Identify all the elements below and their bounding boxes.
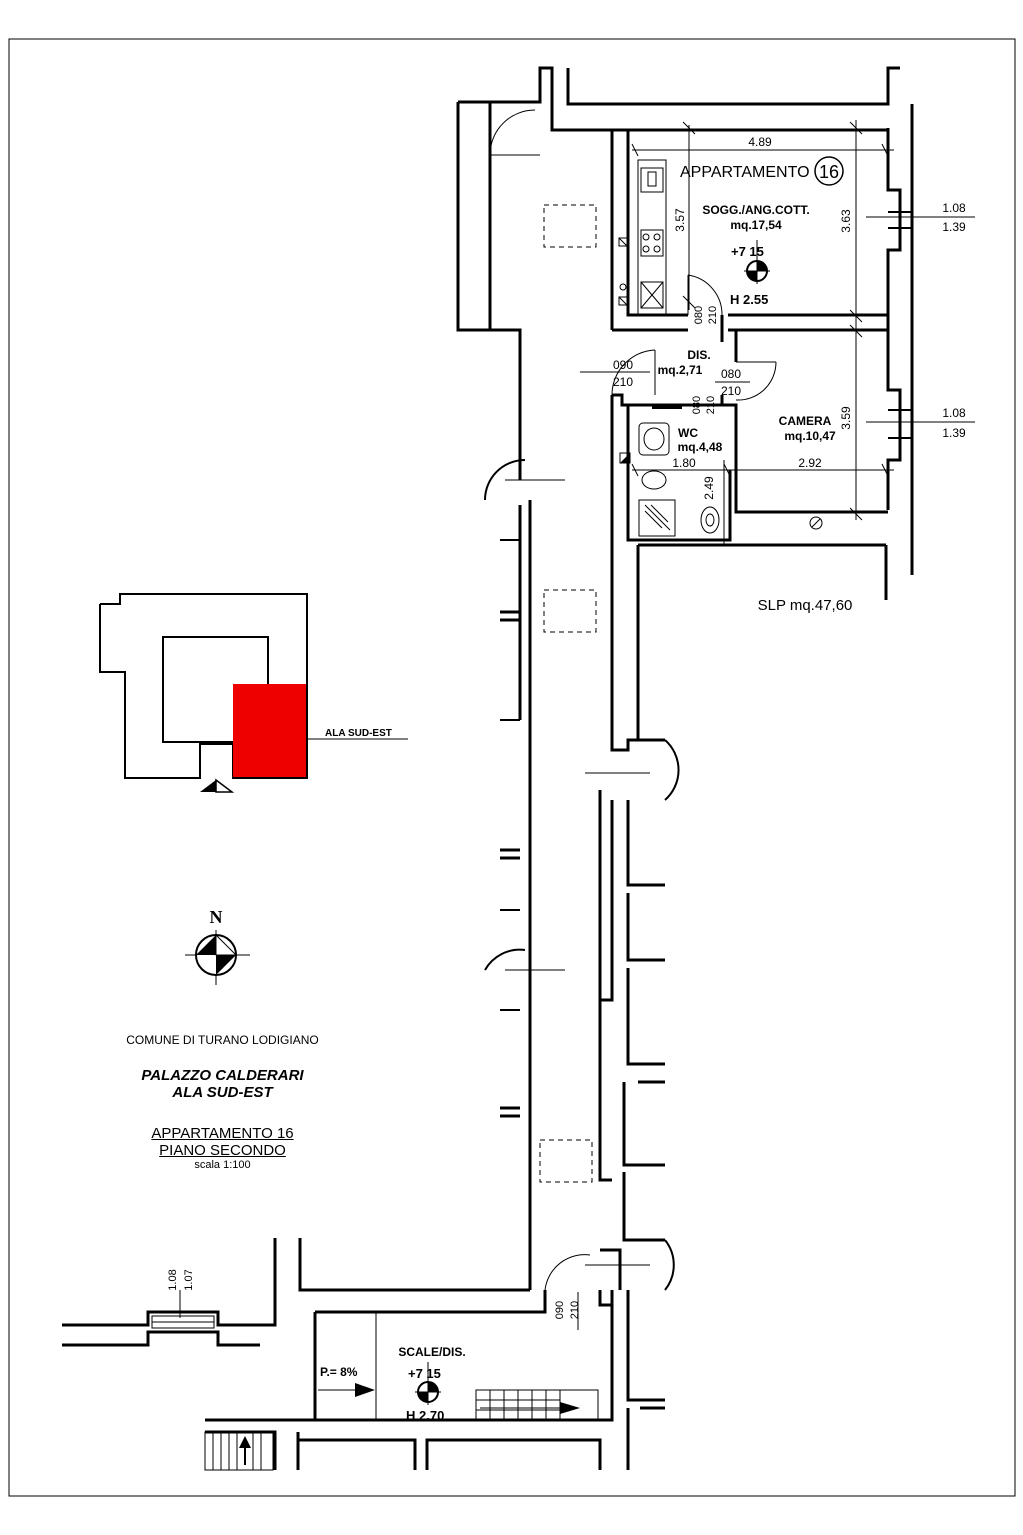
scale-label: scala 1:100 — [194, 1159, 251, 1171]
dim-camera-width: 2.92 — [798, 456, 822, 470]
plan-labels: APPARTAMENTO 16 SOGG./ANG.COTT. mq.17,54… — [167, 135, 966, 1423]
dim-door-entry-h: 210 — [613, 375, 633, 389]
north-label: N — [210, 907, 223, 927]
dim-door-stair-h: 210 — [569, 1301, 581, 1319]
unit-name: APPARTAMENTO 16 — [151, 1125, 294, 1142]
living-height: H 2.55 — [730, 292, 768, 307]
dim-door-living-h: 210 — [707, 306, 719, 324]
dim-door-wc-w: 080 — [691, 396, 703, 414]
key-plan — [99, 593, 408, 793]
wc-name: WC — [678, 426, 698, 440]
wing-name: ALA SUD-EST — [172, 1084, 273, 1101]
dim-door-entry-w: 090 — [613, 358, 633, 372]
dim-camera-depth: 3.59 — [839, 406, 853, 430]
dim-window2-h: 1.39 — [942, 426, 966, 440]
camera-area: mq.10,47 — [784, 429, 836, 443]
dim-door-camera-h: 210 — [721, 384, 741, 398]
dim-stair-window-w: 1.08 — [167, 1269, 179, 1290]
dis-area: mq.2,71 — [658, 363, 703, 377]
dim-stair-window-h: 1.07 — [183, 1269, 195, 1290]
floor-name: PIANO SECONDO — [159, 1142, 286, 1159]
north-arrow-icon — [185, 930, 250, 985]
municipality: COMUNE DI TURANO LODIGIANO — [126, 1033, 319, 1047]
camera-name: CAMERA — [779, 414, 832, 428]
key-plan-label: ALA SUD-EST — [325, 728, 392, 739]
title-block: COMUNE DI TURANO LODIGIANO PALAZZO CALDE… — [60, 1033, 385, 1171]
level-marker-stairs — [415, 1362, 441, 1405]
dim-window2-w: 1.08 — [942, 406, 966, 420]
living-area: mq.17,54 — [730, 218, 782, 232]
living-name: SOGG./ANG.COTT. — [702, 203, 809, 217]
dim-living-width: 4.89 — [748, 135, 772, 149]
sheet-border — [8, 38, 1016, 1497]
stair-area — [62, 1238, 665, 1471]
stairs-level: +7 15 — [408, 1366, 441, 1381]
dim-wc-depth: 2.49 — [702, 476, 716, 500]
dis-name: DIS. — [687, 348, 710, 362]
dim-door-wc-h: 210 — [705, 396, 717, 414]
apartment-16 — [580, 120, 975, 545]
living-level: +7 15 — [731, 244, 764, 259]
building-name: PALAZZO CALDERARI — [141, 1067, 304, 1084]
level-marker-living — [744, 240, 770, 284]
corridor-walls — [298, 66, 914, 1292]
apartment-title: APPARTAMENTO — [680, 164, 810, 181]
wc-area: mq.4,48 — [678, 440, 723, 454]
dim-door-stair-w: 090 — [554, 1301, 566, 1319]
dim-window1-w: 1.08 — [942, 201, 966, 215]
ramp-slope: P.= 8% — [320, 1365, 358, 1379]
stairs-height: H 2.70 — [406, 1408, 444, 1423]
dim-door-living-w: 080 — [693, 306, 705, 324]
dim-living-depth-left: 3.57 — [673, 208, 687, 232]
apartment-number: 16 — [819, 162, 839, 182]
slp-label: SLP mq.47,60 — [758, 597, 853, 614]
dim-window1-h: 1.39 — [942, 220, 966, 234]
dim-wc-width: 1.80 — [672, 456, 696, 470]
stairs-name: SCALE/DIS. — [398, 1345, 465, 1359]
dim-living-depth-right: 3.63 — [839, 209, 853, 233]
dim-door-camera-w: 080 — [721, 367, 741, 381]
